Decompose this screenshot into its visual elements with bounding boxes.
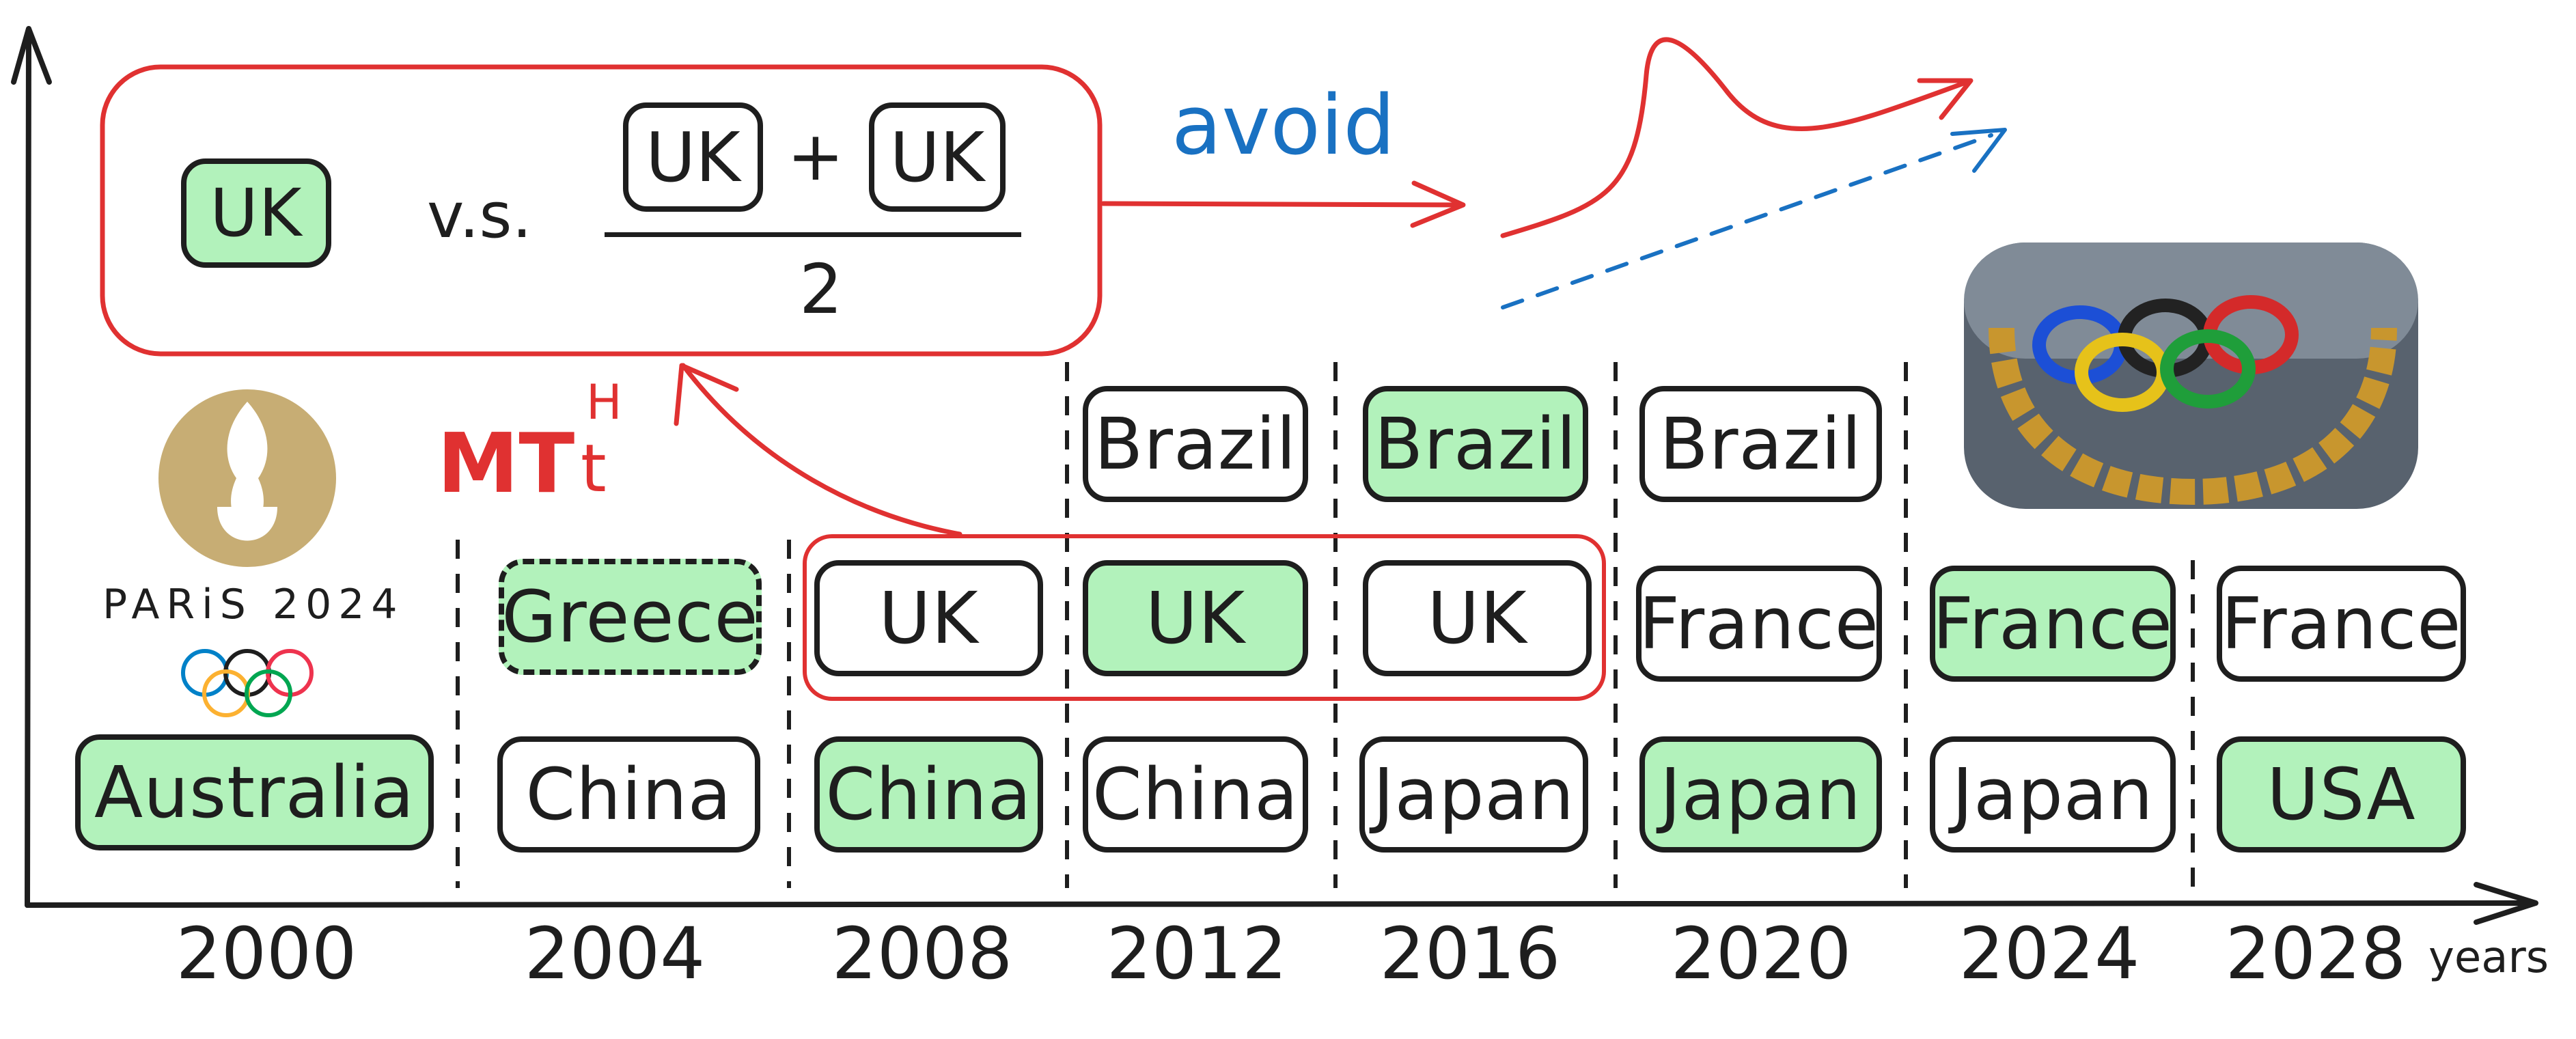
olympic-rings-small (181, 649, 314, 717)
cell-2008-china: China (814, 736, 1043, 853)
x-axis-unit-label: years (2428, 932, 2549, 983)
cell-2016-brazil: Brazil (1363, 386, 1588, 502)
mt-base: MT (437, 417, 575, 512)
y-axis-arrowhead (11, 26, 52, 85)
formula-num-right-uk: UK (869, 102, 1006, 212)
cell-2028-usa: USA (2217, 736, 2466, 853)
year-label-2024: 2024 (1958, 912, 2140, 995)
cell-2000-australia: Australia (75, 734, 434, 850)
year-label-2016: 2016 (1379, 912, 1561, 995)
cell-2028-france: France (2217, 566, 2466, 682)
blue-dashed-arrow (1501, 128, 2007, 309)
year-label-2004: 2004 (524, 912, 706, 995)
avoid-label: avoid (1172, 79, 1396, 174)
axes (11, 26, 2538, 925)
x-axis-arrowhead (2474, 882, 2538, 925)
formula-plus: + (787, 116, 844, 196)
paris-logo-face (217, 507, 277, 541)
cell-2012-china: China (1083, 736, 1308, 853)
cell-2020-japan: Japan (1639, 736, 1882, 853)
mt-superscript: H (586, 374, 622, 430)
year-label-2012: 2012 (1106, 912, 1288, 995)
olympic-rings-image (1964, 243, 2418, 509)
spike-curve (1500, 37, 1973, 238)
cell-2008-uk: UK (814, 560, 1043, 676)
year-label-2008: 2008 (831, 912, 1013, 995)
mt-label: MT (437, 417, 574, 512)
cell-2004-greece: Greece (499, 559, 762, 675)
formula-left-uk: UK (181, 158, 331, 268)
cell-2016-uk: UK (1363, 560, 1592, 676)
cell-2020-brazil: Brazil (1639, 386, 1882, 502)
cell-2020-france: France (1636, 566, 1882, 682)
formula-num-left-uk: UK (623, 102, 763, 212)
paris-2024-logo (158, 389, 336, 717)
x-axis-line (25, 900, 2537, 908)
mt-subscript: t (581, 430, 607, 507)
cell-2012-brazil: Brazil (1083, 386, 1308, 502)
paris-2024-text: PARiS 2024 (102, 581, 404, 628)
paris-logo-flame (227, 402, 268, 537)
formula-vs: v.s. (427, 179, 532, 252)
year-label-2028: 2028 (2225, 912, 2407, 995)
mt-arrow (674, 363, 962, 537)
year-label-2020: 2020 (1670, 912, 1852, 995)
year-separators (456, 362, 2195, 888)
avoid-arrow (1100, 180, 1466, 228)
uk-group-frame (803, 534, 1606, 701)
cell-2012-uk: UK (1083, 560, 1308, 676)
cell-2024-france: France (1930, 566, 2176, 682)
formula-frame (100, 64, 1103, 357)
formula-denominator: 2 (799, 249, 843, 329)
y-axis-line (25, 31, 31, 908)
year-label-2000: 2000 (176, 912, 357, 995)
fraction-bar (605, 232, 1021, 237)
cell-2024-japan: Japan (1930, 736, 2176, 853)
cell-2016-japan: Japan (1359, 736, 1588, 853)
cell-2004-china: China (497, 736, 760, 853)
